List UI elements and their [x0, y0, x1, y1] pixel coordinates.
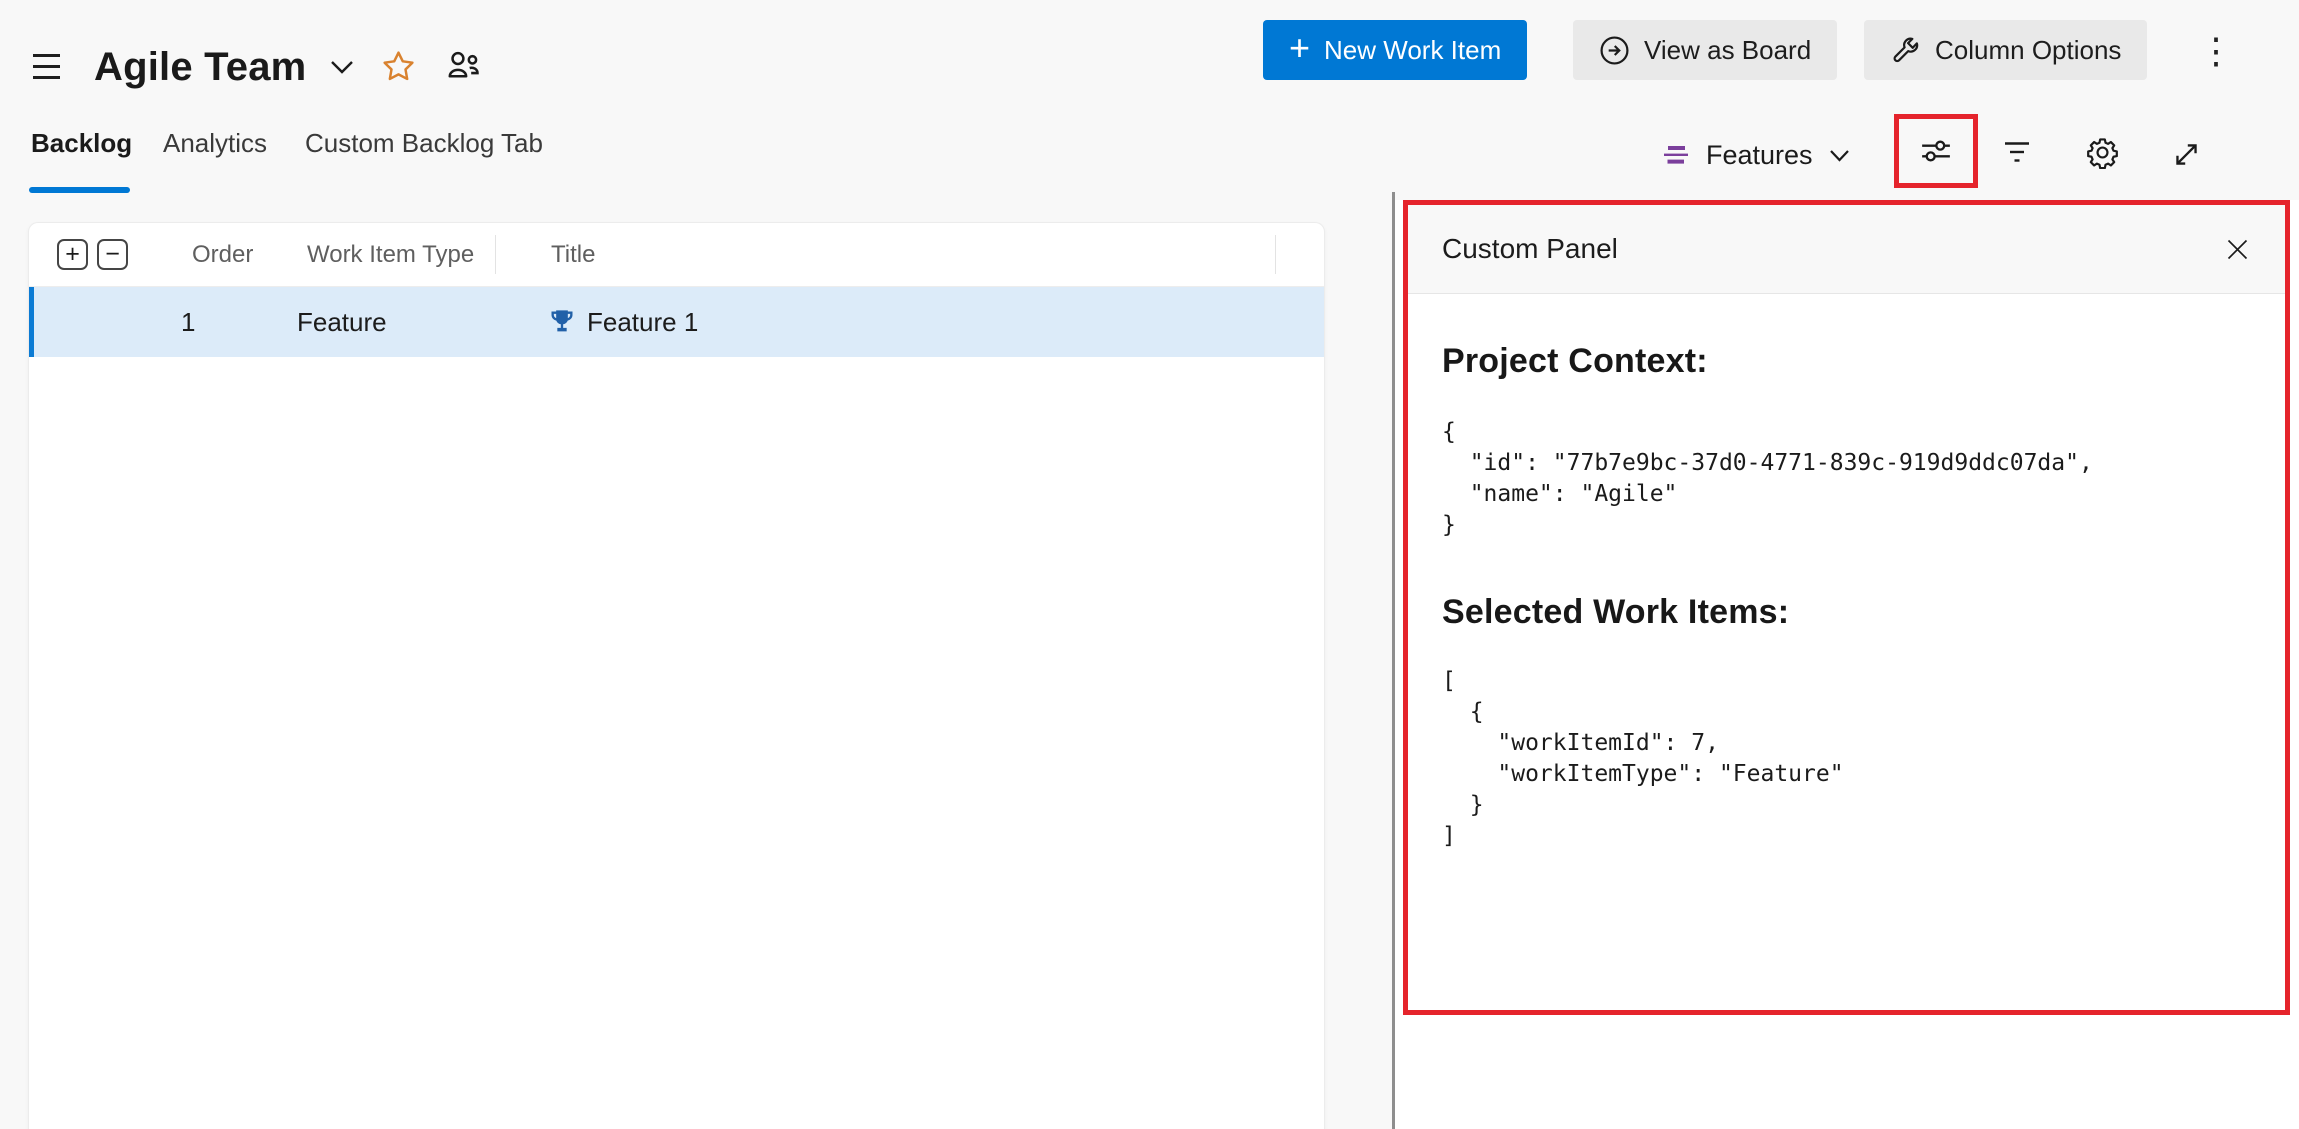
annotation-highlight-panel: Custom Panel Project Context: { "id": "7…: [1403, 200, 2290, 1015]
cell-work-item-type: Feature: [297, 307, 387, 337]
team-members-icon[interactable]: [446, 50, 480, 81]
grid-header-row: + − Order Work Item Type Title: [29, 223, 1324, 287]
project-context-json: { "id": "77b7e9bc-37d0-4771-839c-919d9dd…: [1442, 419, 2093, 538]
custom-panel-header: Custom Panel: [1408, 205, 2285, 294]
expand-all-button[interactable]: +: [57, 239, 88, 270]
collapse-all-button[interactable]: −: [97, 239, 128, 270]
cell-title: Feature 1: [587, 307, 699, 337]
wrench-icon: [1890, 35, 1921, 66]
column-header-title: Title: [551, 241, 596, 268]
selected-work-items-json: [ { "workItemId": 7, "workItemType": "Fe…: [1442, 668, 1844, 849]
page-title: Agile Team: [94, 44, 307, 89]
view-options-sliders-icon[interactable]: [1920, 136, 1952, 166]
project-context-heading: Project Context:: [1442, 342, 1708, 380]
column-options-label: Column Options: [1935, 34, 2122, 65]
chevron-down-icon: [1829, 149, 1850, 162]
selected-work-items-heading: Selected Work Items:: [1442, 593, 1790, 631]
cell-order: 1: [181, 307, 196, 337]
new-work-item-label: New Work Item: [1324, 34, 1502, 65]
chevron-down-icon: [330, 60, 354, 74]
team-selector[interactable]: Agile Team: [94, 38, 354, 96]
new-work-item-button[interactable]: + New Work Item: [1263, 20, 1528, 80]
close-icon[interactable]: [2224, 236, 2251, 263]
backlog-level-icon: [1662, 144, 1690, 166]
column-options-button[interactable]: Column Options: [1864, 20, 2148, 80]
column-header-work-item-type: Work Item Type: [307, 241, 475, 268]
arrow-circle-icon: [1599, 35, 1630, 66]
custom-panel-title: Custom Panel: [1442, 233, 1618, 264]
column-separator: [1275, 235, 1276, 274]
active-tab-underline: [29, 187, 130, 193]
tab-backlog[interactable]: Backlog: [31, 128, 133, 158]
backlog-level-picker[interactable]: Features: [1662, 130, 1850, 180]
custom-panel-body: Project Context: { "id": "77b7e9bc-37d0-…: [1408, 294, 2285, 1010]
pane-splitter: [1392, 192, 1395, 1129]
hamburger-menu-icon[interactable]: [33, 54, 63, 79]
fullscreen-expand-icon[interactable]: [2171, 139, 2202, 173]
gear-icon[interactable]: [2086, 136, 2119, 172]
feature-trophy-icon: [548, 308, 576, 341]
view-as-board-button[interactable]: View as Board: [1573, 20, 1838, 80]
backlog-level-label: Features: [1706, 139, 1813, 170]
tab-custom-backlog-tab[interactable]: Custom Backlog Tab: [305, 128, 543, 158]
backlog-grid: + − Order Work Item Type Title 1 Feature…: [28, 222, 1325, 1129]
more-options-icon[interactable]: ⋮: [2192, 22, 2234, 80]
annotation-highlight-box: [1894, 114, 1978, 188]
favorite-star-icon[interactable]: [382, 50, 415, 82]
table-row[interactable]: 1 Feature Feature 1: [29, 287, 1324, 357]
filter-icon[interactable]: [2002, 140, 2032, 168]
view-as-board-label: View as Board: [1644, 34, 1812, 65]
column-separator: [495, 235, 496, 274]
tab-analytics[interactable]: Analytics: [163, 128, 268, 158]
column-header-order: Order: [192, 241, 254, 268]
plus-icon: +: [1289, 27, 1311, 68]
